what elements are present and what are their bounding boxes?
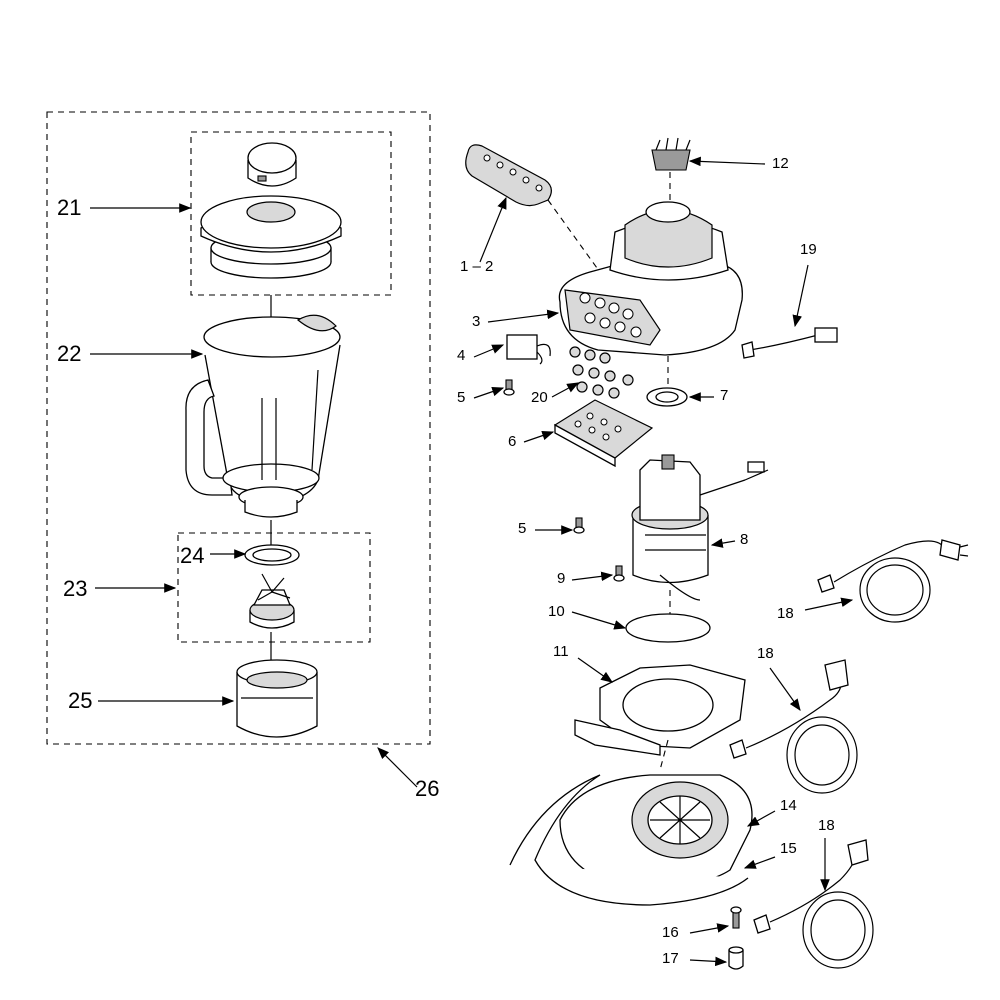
callout-9: 9 bbox=[557, 570, 566, 587]
switch-part bbox=[506, 334, 551, 365]
callout-4: 4 bbox=[457, 347, 466, 364]
blade-part bbox=[244, 544, 300, 629]
collar-part bbox=[236, 659, 318, 738]
power-cord-part-upper bbox=[817, 539, 969, 623]
callout-8: 8 bbox=[740, 531, 749, 548]
callout-21: 21 bbox=[57, 195, 82, 220]
callout-10: 10 bbox=[548, 603, 565, 620]
screw-part-9 bbox=[613, 565, 625, 582]
callout-18-upper: 18 bbox=[777, 605, 794, 622]
button-set-part bbox=[569, 346, 634, 399]
screw-part-upper bbox=[503, 379, 515, 396]
callout-3: 3 bbox=[472, 313, 481, 330]
callout-5-lower: 5 bbox=[518, 520, 527, 537]
callout-19: 19 bbox=[800, 241, 817, 258]
circuit-board-part bbox=[553, 399, 654, 468]
callout-26: 26 bbox=[415, 776, 440, 801]
lid-assembly-boundary bbox=[190, 131, 392, 296]
screw-part-16 bbox=[730, 906, 742, 929]
callout-11: 11 bbox=[553, 643, 569, 660]
callout-1-2: 1 – 2 bbox=[460, 258, 494, 275]
seal-part bbox=[646, 387, 688, 407]
motor-housing-part bbox=[558, 201, 743, 356]
screw-part-lower bbox=[573, 517, 585, 534]
base-part bbox=[509, 774, 753, 906]
callout-14: 14 bbox=[780, 797, 797, 814]
callout-18-lower: 18 bbox=[818, 817, 835, 834]
callout-25: 25 bbox=[68, 688, 93, 713]
callout-12: 12 bbox=[772, 155, 789, 172]
motor-part bbox=[631, 454, 769, 601]
foot-part bbox=[728, 946, 744, 970]
callout-15: 15 bbox=[780, 840, 797, 857]
callout-23: 23 bbox=[63, 576, 88, 601]
callout-20: 20 bbox=[531, 389, 548, 406]
callout-18-middle: 18 bbox=[757, 645, 774, 662]
jar-assembly-boundary bbox=[46, 111, 431, 745]
callout-24: 24 bbox=[180, 543, 205, 568]
power-cord-part-middle bbox=[729, 659, 858, 794]
power-cord-part-lower bbox=[753, 839, 874, 969]
lid-part bbox=[200, 142, 342, 279]
callout-16: 16 bbox=[662, 924, 679, 941]
mounting-plate-part bbox=[574, 664, 746, 756]
callout-22: 22 bbox=[57, 341, 82, 366]
blade-assembly-boundary bbox=[177, 532, 371, 643]
callout-5-upper: 5 bbox=[457, 389, 466, 406]
jar-part bbox=[185, 314, 341, 518]
callout-7: 7 bbox=[720, 387, 729, 404]
callout-6: 6 bbox=[508, 433, 517, 450]
callout-17: 17 bbox=[662, 950, 679, 967]
gasket-part bbox=[625, 613, 711, 643]
wiring-harness-part bbox=[741, 327, 838, 359]
control-panel-overlay-part bbox=[465, 144, 552, 207]
coupler-part bbox=[651, 137, 691, 171]
